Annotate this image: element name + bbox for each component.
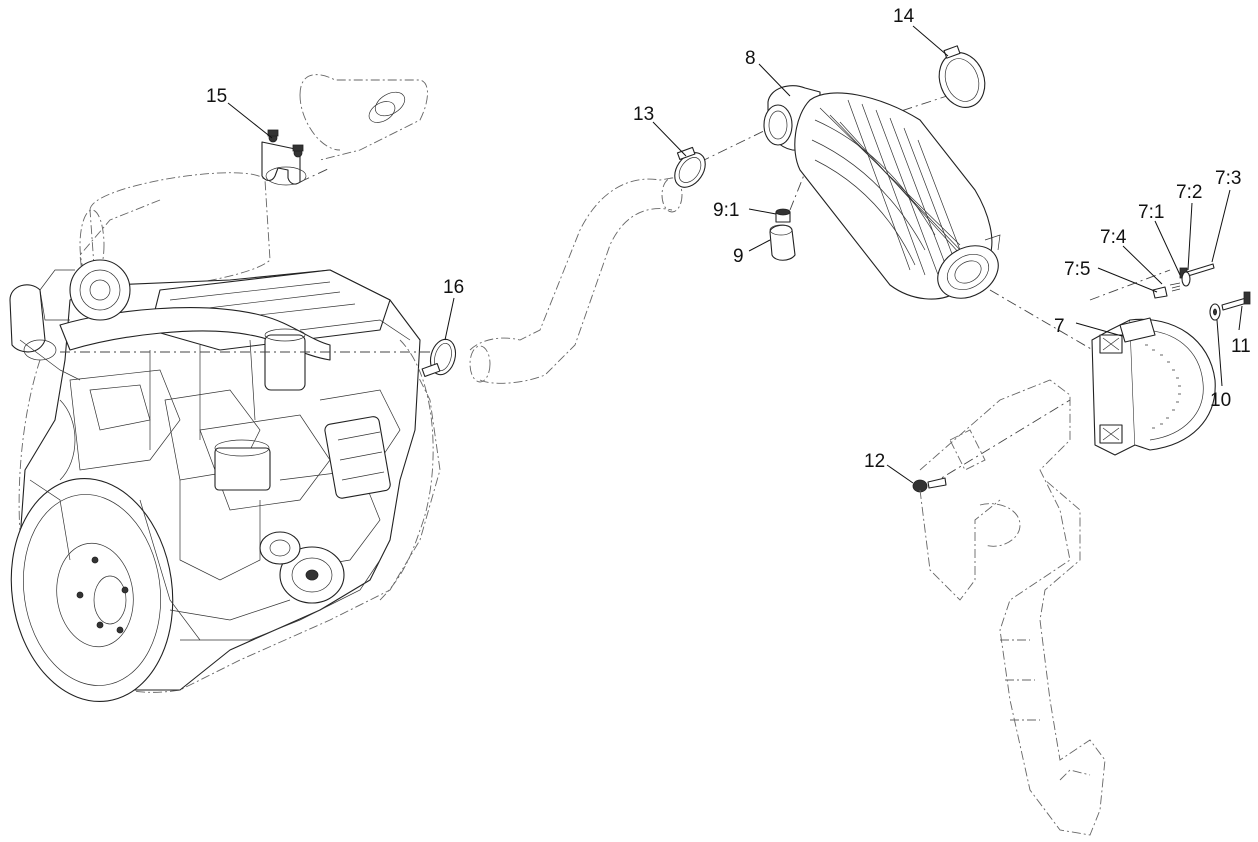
part-14-clamp-band xyxy=(938,45,986,108)
callout-14: 14 xyxy=(893,6,915,27)
part-10-washer xyxy=(1209,303,1221,321)
callout-8: 8 xyxy=(745,48,756,69)
leader-lines xyxy=(227,25,1243,484)
callout-7-5: 7:5 xyxy=(1064,259,1090,280)
part-15-clamp-bracket xyxy=(261,129,307,186)
part-16-hose-clamp xyxy=(421,338,457,378)
callout-16: 16 xyxy=(443,277,464,298)
callout-15: 15 xyxy=(206,86,227,107)
part-12-nut xyxy=(912,477,947,493)
callout-13: 13 xyxy=(633,104,654,125)
callout-7-3: 7:3 xyxy=(1215,168,1241,189)
turbocharger xyxy=(39,259,131,321)
callout-7-2: 7:2 xyxy=(1176,182,1202,203)
centerline-13 xyxy=(699,127,771,163)
part-9-dust-valve xyxy=(769,208,796,261)
callout-7-1: 7:1 xyxy=(1138,202,1164,223)
part-13-hose-clamp xyxy=(674,146,706,188)
callout-9: 9 xyxy=(733,246,744,267)
part-7-mounting-bracket xyxy=(1091,317,1216,456)
engine-assembly xyxy=(9,74,441,703)
part-11-bolt xyxy=(1221,291,1251,311)
phantom-frame xyxy=(919,379,1106,836)
callout-7: 7 xyxy=(1054,316,1065,337)
callout-10: 10 xyxy=(1210,390,1231,411)
callout-7-4: 7:4 xyxy=(1100,227,1127,248)
part-8-air-cleaner xyxy=(763,85,1001,300)
part-7-hardware xyxy=(1152,263,1215,299)
phantom-elbow-hose xyxy=(469,174,691,384)
centerline-15 xyxy=(299,167,331,183)
centerline-12 xyxy=(929,399,1071,486)
phantom-intake-pipe xyxy=(299,74,428,161)
callout-11: 11 xyxy=(1231,336,1251,357)
callout-9-1: 9:1 xyxy=(713,200,739,221)
flywheel xyxy=(10,477,174,703)
callout-labels: 15 16 13 8 14 9:1 9 7:3 7:2 7:1 7:4 7:5 … xyxy=(206,6,1251,472)
crank-pulley xyxy=(259,531,345,604)
callout-12: 12 xyxy=(864,451,885,472)
centerline-7 xyxy=(989,289,1111,361)
centerline-7-hardware xyxy=(1089,269,1171,301)
